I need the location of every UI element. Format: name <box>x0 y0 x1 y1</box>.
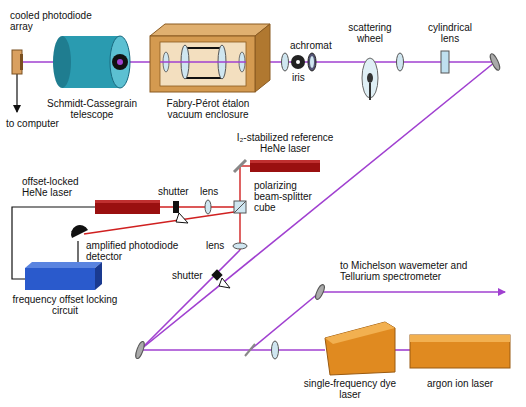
beam-optics <box>296 60 300 64</box>
telescope <box>112 54 128 70</box>
reference-optics <box>173 201 179 213</box>
beam-optics <box>397 53 404 71</box>
laser-body <box>325 322 510 375</box>
etalon-enclosure <box>185 77 222 79</box>
pump-optics <box>245 344 255 356</box>
etalon-enclosure <box>160 42 246 86</box>
part-label: offset-locked HeNe laser <box>22 176 94 198</box>
hene-beam <box>84 166 250 250</box>
part-label: lens <box>206 240 230 251</box>
hene-laser <box>95 160 320 214</box>
part-label: scattering wheel <box>340 22 400 44</box>
pump-optics <box>134 283 326 359</box>
beam-optics <box>282 51 502 100</box>
part-label: amplified photodiode detector <box>86 240 186 262</box>
etalon-enclosure <box>255 24 270 92</box>
hene-beam <box>84 212 234 234</box>
detector-circuit <box>25 268 95 290</box>
reference-optics <box>233 243 247 249</box>
reference-optics <box>211 269 222 280</box>
pump-optics <box>134 341 146 360</box>
part-label: iris <box>292 72 312 83</box>
beam-optics <box>291 55 305 69</box>
part-label: I₂-stabilized reference HeNe laser <box>225 132 345 154</box>
beam-optics <box>282 53 289 71</box>
part-label: polarizing beam-splitter cube <box>254 180 318 213</box>
dye-beam <box>140 62 495 350</box>
photodiode-array <box>12 50 22 74</box>
laser-body <box>325 322 395 344</box>
pump-optics <box>272 341 279 359</box>
etalon-enclosure <box>150 24 270 36</box>
signal-wire <box>16 74 17 112</box>
reference-optics <box>234 201 246 213</box>
dye-beam <box>250 292 320 350</box>
part-label: Fabry-Pérot étalon vacuum enclosure <box>148 98 268 120</box>
part-label: to Michelson wavemeter and Tellurium spe… <box>340 260 505 282</box>
dye-beam <box>22 62 505 350</box>
part-label: single-frequency dye laser <box>300 378 400 400</box>
part-label: to computer <box>6 118 66 129</box>
part-label: achromat <box>290 40 340 51</box>
detector-circuit <box>95 262 102 290</box>
hene-laser <box>250 160 320 172</box>
etalon-enclosure <box>150 24 270 92</box>
laser-body <box>410 335 510 342</box>
dye-beam <box>140 250 240 350</box>
reference-optics <box>234 160 246 172</box>
beam-optics <box>310 56 314 68</box>
beam-optics <box>441 51 449 73</box>
laser-body <box>325 322 395 375</box>
etalon-enclosure <box>185 47 222 49</box>
part-label: Schmidt-Cassegrain telescope <box>40 98 144 120</box>
hene-beam <box>239 166 240 201</box>
reference-optics <box>234 201 246 213</box>
detector-circuit <box>71 225 88 238</box>
part-label: shutter <box>158 186 198 197</box>
reference-optics <box>205 200 211 214</box>
beam-optics <box>367 73 373 83</box>
telescope <box>117 59 123 65</box>
hene-beam <box>160 206 234 207</box>
photodiode-array <box>12 50 23 74</box>
etalon-enclosure <box>150 36 255 92</box>
dye-beam <box>320 291 505 293</box>
part-label: cylindrical lens <box>418 22 482 44</box>
beam-optics <box>369 83 371 100</box>
reference-optics <box>219 278 230 288</box>
pump-optics <box>314 283 326 300</box>
part-label: argon ion laser <box>410 378 510 389</box>
part-label: lens <box>200 186 224 197</box>
etalon-enclosure <box>160 61 246 62</box>
dye-beam <box>395 349 410 351</box>
hene-laser <box>95 200 160 203</box>
reference-optics <box>173 160 247 288</box>
telescope <box>53 36 71 88</box>
telescope <box>53 36 130 88</box>
telescope <box>110 36 130 88</box>
dye-beam <box>140 349 325 351</box>
detector-circuit <box>25 262 102 268</box>
beam-optics <box>308 53 316 71</box>
part-label: shutter <box>172 270 212 281</box>
reference-optics <box>176 213 188 223</box>
part-label: frequency offset locking circuit <box>10 294 120 316</box>
part-label: cooled photodiode array <box>10 10 100 32</box>
hene-laser <box>95 200 160 214</box>
laser-body <box>410 335 510 368</box>
hene-laser <box>250 160 320 163</box>
photodiode-array <box>20 54 23 70</box>
beam-optics <box>488 53 501 72</box>
